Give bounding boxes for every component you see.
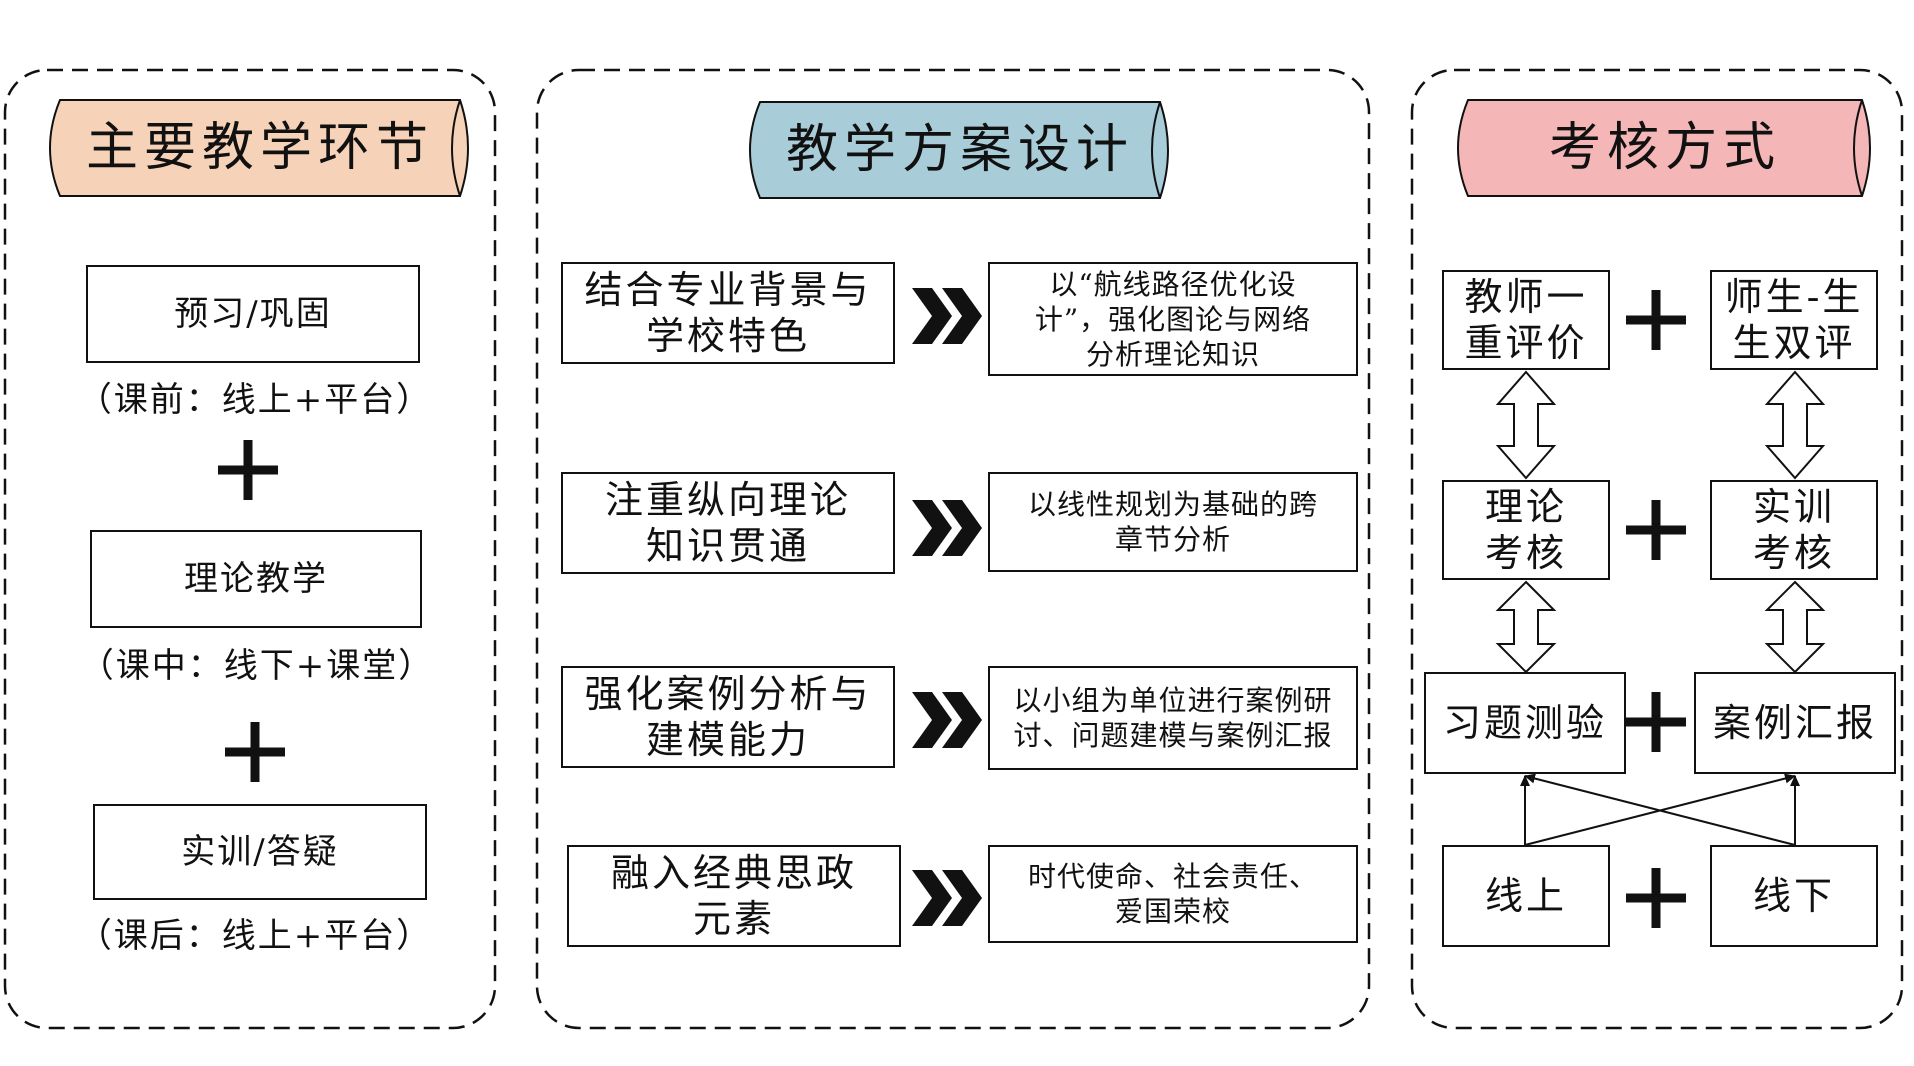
design-left-box: 强化案例分析与 建模能力: [561, 666, 895, 768]
double-chevron-icon: [912, 288, 982, 344]
design-right-line: 章节分析: [1114, 523, 1231, 556]
design-right-line: 讨、问题建模与案例汇报: [1013, 719, 1333, 752]
plus-icon: [1626, 500, 1686, 560]
step-label: 实训/答疑: [181, 832, 339, 872]
assessment-box-offline: 线下: [1710, 845, 1878, 947]
panel-design-border: [535, 68, 1371, 1030]
assessment-box-theory: 理论 考核: [1442, 480, 1610, 580]
design-right-line: 计”，强化图论与网络: [1034, 302, 1312, 336]
assessment-box-quiz: 习题测验: [1424, 672, 1626, 774]
design-left-box: 融入经典思政 元素: [567, 845, 901, 947]
design-right-line: 以线性规划为基础的跨: [1027, 488, 1318, 521]
step-label: 理论教学: [184, 559, 328, 599]
assessment-line: 考核: [1484, 531, 1567, 575]
step-box: 实训/答疑: [93, 804, 427, 900]
double-arrow-icon: [1495, 370, 1557, 480]
assessment-line: 案例汇报: [1712, 701, 1877, 745]
assessment-line: 实训: [1752, 485, 1835, 529]
panel-title-assessment: 考核方式: [1548, 118, 1781, 178]
plus-icon: [1626, 868, 1686, 928]
double-chevron-icon: [912, 692, 982, 748]
assessment-box-practice: 实训 考核: [1710, 480, 1878, 580]
plus-icon: [218, 440, 278, 500]
banner-design-shape: [749, 101, 1169, 199]
design-right-box: 以“航线路径优化设 计”，强化图论与网络 分析理论知识: [988, 262, 1358, 376]
double-chevron-icon: [912, 500, 982, 556]
step-note: （课中：线下+课堂）: [79, 646, 435, 686]
plus-icon: [225, 722, 285, 782]
assessment-box-peer-eval: 师生-生 生双评: [1710, 270, 1878, 370]
design-left-line: 注重纵向理论: [604, 478, 851, 522]
design-right-line: 爱国荣校: [1114, 895, 1231, 928]
assessment-line: 考核: [1752, 531, 1835, 575]
design-left-line: 强化案例分析与: [584, 672, 872, 716]
assessment-line: 线下: [1752, 874, 1835, 918]
plus-icon: [1626, 290, 1686, 350]
step-note: （课前：线上+平台）: [77, 380, 433, 420]
assessment-box-case-report: 案例汇报: [1694, 672, 1896, 774]
assessment-line: 师生-生: [1724, 275, 1864, 319]
step-box: 预习/巩固: [86, 265, 420, 363]
design-right-line: 以小组为单位进行案例研: [1013, 684, 1333, 717]
design-left-line: 元素: [692, 897, 775, 941]
design-right-box: 以小组为单位进行案例研 讨、问题建模与案例汇报: [988, 666, 1358, 770]
assessment-box-online: 线上: [1442, 845, 1610, 947]
assessment-line: 教师一: [1464, 275, 1588, 319]
assessment-box-teacher-eval: 教师一 重评价: [1442, 270, 1610, 370]
design-left-line: 建模能力: [645, 718, 810, 762]
assessment-line: 线上: [1484, 874, 1567, 918]
assessment-line: 生双评: [1732, 321, 1856, 365]
design-left-line: 知识贯通: [645, 524, 810, 568]
panel-main-steps-border: [3, 68, 497, 1030]
banner-assessment-shape: [1457, 99, 1871, 197]
step-note: （课后：线上+平台）: [77, 916, 433, 956]
design-left-line: 学校特色: [645, 314, 810, 358]
banner-main-steps-shape: [49, 99, 469, 197]
panel-assessment-border: [1410, 68, 1904, 1030]
design-right-line: 以“航线路径优化设: [1049, 267, 1297, 301]
design-right-line: 时代使命、社会责任、: [1027, 860, 1318, 893]
double-arrow-icon: [1495, 580, 1557, 674]
step-label: 预习/巩固: [174, 294, 332, 334]
design-left-box: 注重纵向理论 知识贯通: [561, 472, 895, 574]
design-left-line: 结合专业背景与: [584, 268, 872, 312]
double-arrow-icon: [1764, 370, 1826, 480]
design-right-line: 分析理论知识: [1085, 337, 1260, 371]
panel-title-main-steps: 主要教学环节: [85, 118, 434, 178]
assessment-line: 理论: [1484, 485, 1567, 529]
step-box: 理论教学: [90, 530, 422, 628]
design-right-box: 时代使命、社会责任、 爱国荣校: [988, 845, 1358, 943]
double-arrow-icon: [1764, 580, 1826, 674]
design-right-box: 以线性规划为基础的跨 章节分析: [988, 472, 1358, 572]
panel-title-design: 教学方案设计: [785, 120, 1134, 180]
plus-icon: [1626, 692, 1686, 752]
design-left-box: 结合专业背景与 学校特色: [561, 262, 895, 364]
connector-lines: [1520, 773, 1800, 846]
assessment-line: 重评价: [1464, 321, 1588, 365]
assessment-line: 习题测验: [1442, 701, 1607, 745]
double-chevron-icon: [912, 870, 982, 926]
design-left-line: 融入经典思政: [610, 851, 857, 895]
